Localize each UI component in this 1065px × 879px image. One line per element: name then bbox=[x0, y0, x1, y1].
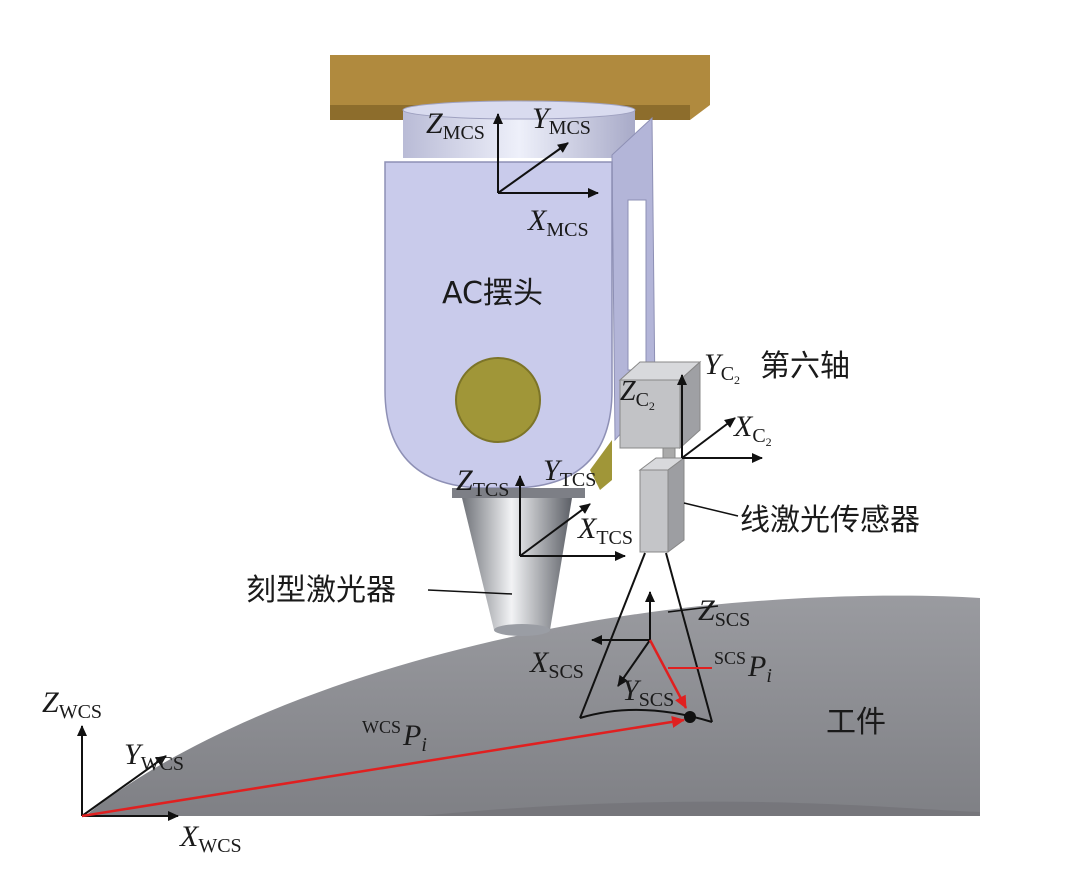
tcs-axes bbox=[515, 475, 626, 561]
c2-y-label: YC2 bbox=[704, 348, 740, 387]
sixth-axis-label: 第六轴 bbox=[760, 349, 850, 384]
c2-z-label: ZC2 bbox=[620, 376, 655, 413]
scs-y-label: YSCS bbox=[622, 674, 674, 711]
laser-sensor-label: 线激光传感器 bbox=[740, 503, 920, 538]
wcs-position-vector bbox=[81, 715, 685, 818]
ac-head-label: AC摆头 bbox=[442, 276, 543, 311]
mcs-x-label: XMCS bbox=[527, 204, 589, 241]
tcs-y-label: YTCS bbox=[543, 454, 596, 491]
engraving-laser bbox=[452, 488, 585, 636]
scs-axes bbox=[591, 591, 655, 687]
position-vectors bbox=[81, 639, 712, 818]
wcs-y-label: YWCS bbox=[124, 738, 184, 775]
tcs-x-label: XTCS bbox=[577, 512, 633, 549]
ac-head bbox=[384, 161, 613, 490]
workpiece-label: 工件 bbox=[826, 705, 886, 740]
scs-x-label: XSCS bbox=[529, 646, 584, 683]
scs-z-label: ZSCS bbox=[698, 594, 750, 631]
workpiece bbox=[85, 595, 980, 816]
c2-x-label: XC2 bbox=[733, 410, 772, 449]
mcs-z-label: ZMCS bbox=[426, 107, 485, 144]
wcs-x-label: XWCS bbox=[179, 820, 242, 857]
laser-sensor bbox=[638, 457, 686, 553]
mcs-y-label: YMCS bbox=[532, 102, 591, 139]
laser-fan bbox=[579, 552, 713, 723]
leader-lines bbox=[427, 502, 739, 613]
scs-point-label: SCSPi bbox=[714, 648, 772, 687]
wcs-z-label: ZWCS bbox=[42, 686, 102, 723]
wcs-axes bbox=[77, 725, 179, 821]
rotary-hub bbox=[455, 357, 541, 443]
tcs-z-label: ZTCS bbox=[456, 464, 509, 501]
sixth-axis-block bbox=[618, 360, 702, 463]
scs-position-vector bbox=[648, 639, 688, 709]
measured-point bbox=[684, 711, 696, 723]
c2-axes bbox=[677, 374, 763, 463]
spindle-ring bbox=[402, 100, 636, 158]
engraving-laser-label: 刻型激光器 bbox=[246, 573, 396, 608]
mcs-axes bbox=[493, 113, 599, 198]
wcs-point-label: WCSPi bbox=[362, 717, 427, 756]
